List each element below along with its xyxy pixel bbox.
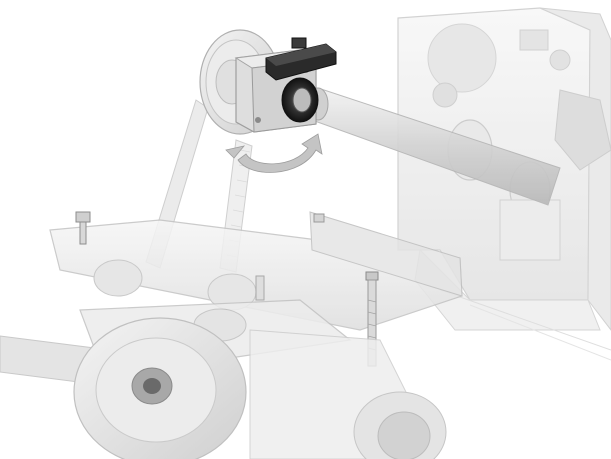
connector-block — [265, 37, 337, 81]
encoder-hub — [281, 77, 319, 123]
mounting-bracket — [49, 211, 463, 331]
bolts — [75, 211, 379, 367]
rotation-arrow — [225, 133, 323, 173]
lower-drive-wheel — [0, 317, 447, 459]
